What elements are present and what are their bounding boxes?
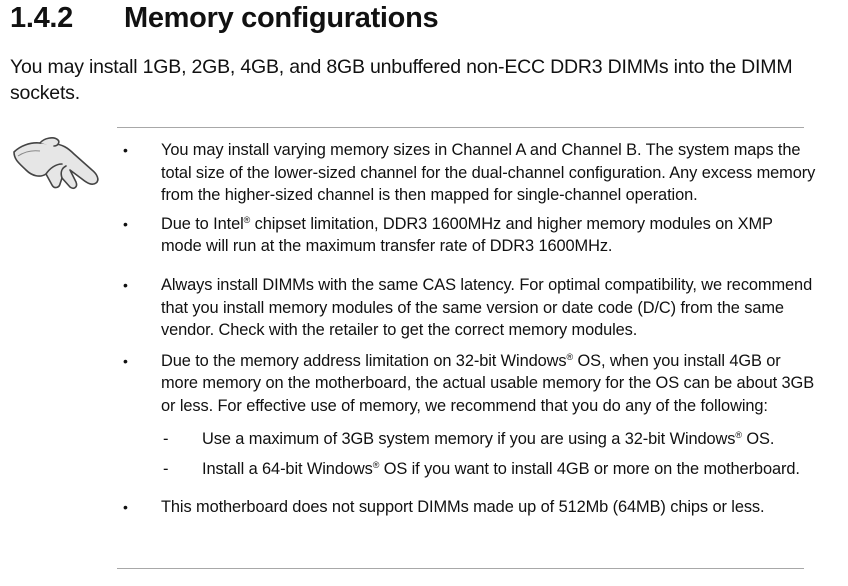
- note-item-512mb-chips: This motherboard does not support DIMMs …: [117, 496, 817, 519]
- intro-paragraph: You may install 1GB, 2GB, 4GB, and 8GB u…: [10, 56, 793, 104]
- note-bottom-divider: [117, 568, 804, 569]
- section-number: 1.4.2: [10, 2, 73, 34]
- note-top-divider: [117, 127, 804, 128]
- recommendation-sublist: Use a maximum of 3GB system memory if yo…: [161, 428, 817, 481]
- note-item-channel-sizes: You may install varying memory sizes in …: [117, 139, 817, 207]
- note-list: You may install varying memory sizes in …: [117, 139, 817, 518]
- section-heading: 1.4.2 Memory configurations: [10, 2, 830, 42]
- section-title: Memory configurations: [124, 2, 439, 34]
- pointing-hand-note-icon: [10, 134, 106, 192]
- recommendation-item-3gb: Use a maximum of 3GB system memory if yo…: [161, 428, 817, 451]
- note-item-intel-limitation: Due to Intel® chipset limitation, DDR3 1…: [117, 213, 817, 258]
- recommendation-item-64bit: Install a 64-bit Windows® OS if you want…: [161, 458, 817, 481]
- note-item-cas-latency: Always install DIMMs with the same CAS l…: [117, 274, 817, 342]
- note-item-windows-32bit: Due to the memory address limitation on …: [117, 350, 817, 481]
